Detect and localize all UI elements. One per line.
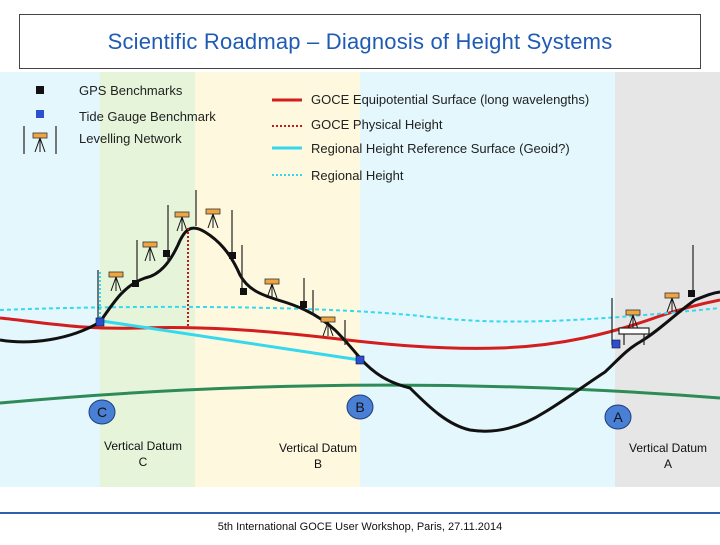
point-b-label: B xyxy=(355,399,364,415)
footer-divider xyxy=(0,512,720,514)
regional-height-dashed-line xyxy=(0,305,720,323)
legend-gps-swatch xyxy=(36,86,44,94)
zone-c-outer xyxy=(0,72,100,487)
legend-goce-height-label: GOCE Physical Height xyxy=(311,117,443,132)
footer-text: 5th International GOCE User Workshop, Pa… xyxy=(217,521,503,533)
point-b-marker: B xyxy=(346,394,374,420)
legend-regional-surface-label: Regional Height Reference Surface (Geoid… xyxy=(311,141,570,156)
legend-tide-gauge-swatch xyxy=(36,110,44,118)
vertical-datum-a-line1: Vertical Datum xyxy=(628,441,708,455)
vertical-datum-c-line1: Vertical Datum xyxy=(103,439,183,453)
legend-goce-surface-label: GOCE Equipotential Surface (long wavelen… xyxy=(311,92,590,107)
vertical-datum-b-line2: B xyxy=(313,457,322,471)
page-title: Scientific Roadmap – Diagnosis of Height… xyxy=(107,28,613,54)
tide-gauge-benchmarks xyxy=(95,317,621,365)
tide-gauge-structure-a xyxy=(618,327,650,345)
legend-tide-gauge-label: Tide Gauge Benchmark xyxy=(79,109,216,124)
zone-b-outer xyxy=(360,72,615,487)
vertical-datum-c-label: Vertical Datum C xyxy=(88,438,198,470)
point-a-marker: A xyxy=(604,404,632,430)
vertical-datum-a-line2: A xyxy=(663,457,672,471)
vertical-datum-b-line1: Vertical Datum xyxy=(278,441,358,455)
regional-reference-surface-line xyxy=(101,319,361,362)
terrain-profile-line xyxy=(0,226,720,433)
legend-regional-height-label: Regional Height xyxy=(311,168,404,183)
vertical-datum-b-label: Vertical Datum B xyxy=(263,440,373,472)
point-c-label: C xyxy=(97,404,107,420)
vertical-datum-a-label: Vertical Datum A xyxy=(613,440,720,472)
zone-a xyxy=(615,72,720,487)
vertical-datum-c-line2: C xyxy=(138,455,148,469)
point-c-marker: C xyxy=(88,399,116,425)
legend-gps-label: GPS Benchmarks xyxy=(79,83,183,98)
point-a-label: A xyxy=(613,409,623,425)
legend-levelling-label: Levelling Network xyxy=(79,131,182,146)
goce-equipotential-surface-line xyxy=(0,298,720,350)
gps-benchmarks xyxy=(132,250,695,308)
title-box: Scientific Roadmap – Diagnosis of Height… xyxy=(19,14,701,69)
legend-levelling-swatch xyxy=(23,126,57,154)
reference-ellipsoid-line xyxy=(0,383,720,405)
